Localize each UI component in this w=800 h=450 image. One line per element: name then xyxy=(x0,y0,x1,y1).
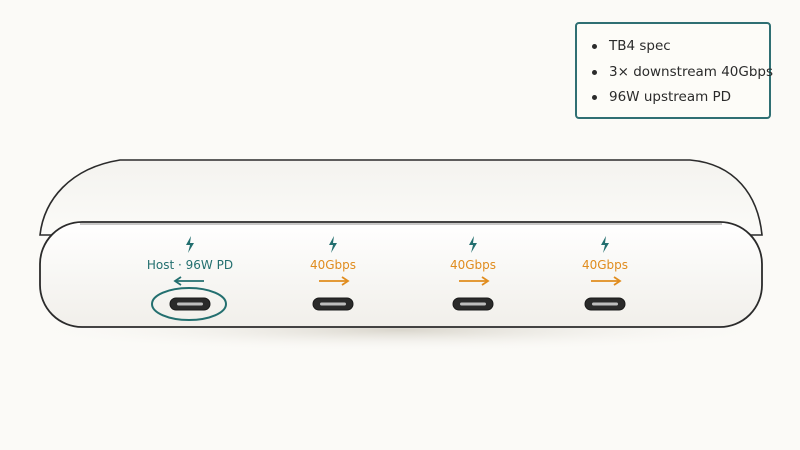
usb-c-tongue xyxy=(177,302,203,306)
usb-c-tongue xyxy=(460,302,486,306)
port-label-downstream-1: 40Gbps xyxy=(309,258,357,272)
port-label-host: Host · 96W PD xyxy=(146,258,234,272)
lightning-icon xyxy=(186,236,194,253)
lightning-icon xyxy=(329,236,337,253)
arrow-left-head xyxy=(173,276,182,286)
spec-list: TB4 spec 3× downstream 40Gbps 96W upstre… xyxy=(591,35,773,112)
host-port-highlight-ring xyxy=(151,287,227,321)
lightning-icon xyxy=(469,236,477,253)
lightning-icon xyxy=(601,236,609,253)
port-label-downstream-3: 40Gbps xyxy=(581,258,629,272)
dock-top-surface xyxy=(39,159,763,236)
usb-c-tongue xyxy=(592,302,618,306)
usb-c-port-downstream-1 xyxy=(312,236,354,311)
arrow-right-head xyxy=(341,276,350,286)
usb-c-port-downstream-3 xyxy=(584,236,626,311)
spec-item-tb4: TB4 spec xyxy=(591,35,769,61)
usb-c-port-downstream-2 xyxy=(452,236,494,311)
usb-c-port-host xyxy=(151,236,227,321)
arrow-right-head xyxy=(481,276,490,286)
dock-front-face xyxy=(39,221,763,328)
spec-card: TB4 spec 3× downstream 40Gbps 96W upstre… xyxy=(575,22,773,119)
arrow-right-head xyxy=(613,276,622,286)
port-label-downstream-2: 40Gbps xyxy=(449,258,497,272)
spec-item-downstream: 3× downstream 40Gbps xyxy=(591,61,773,87)
spec-item-upstream-pd: 96W upstream PD xyxy=(591,86,769,112)
usb-c-tongue xyxy=(320,302,346,306)
